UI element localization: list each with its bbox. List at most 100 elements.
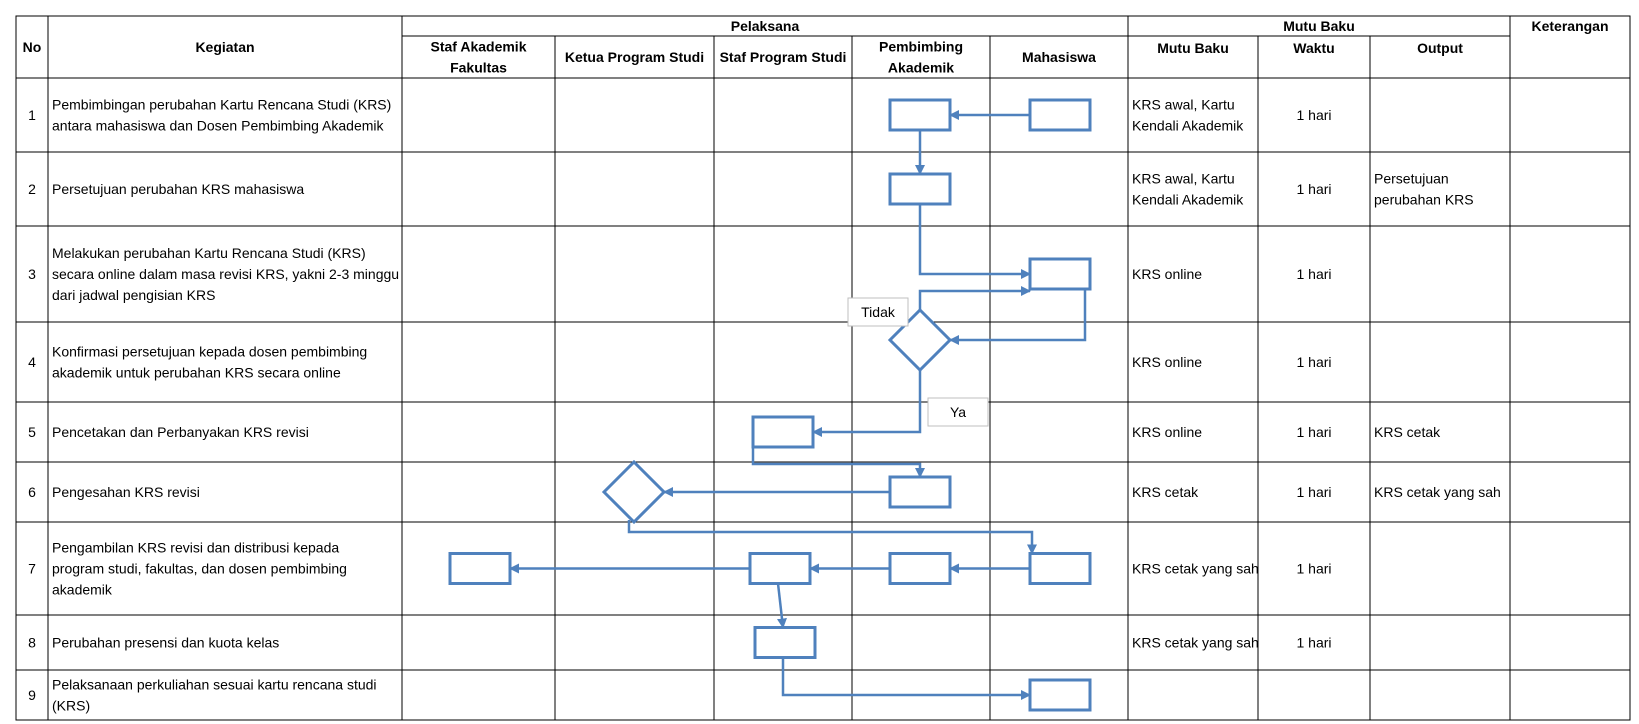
process-box <box>1028 98 1092 132</box>
header-keterangan: Keterangan <box>1531 18 1608 34</box>
header-mutu-col-0: Mutu Baku <box>1157 40 1229 56</box>
row-kegiatan-line: Persetujuan perubahan KRS mahasiswa <box>52 181 304 197</box>
process-box <box>888 475 952 509</box>
row-kegiatan-line: Pengambilan KRS revisi dan distribusi ke… <box>52 540 339 556</box>
row-output-line: Persetujuan <box>1374 171 1449 187</box>
process-box <box>888 98 952 132</box>
row-number: 4 <box>28 354 36 370</box>
flow-arrow <box>776 583 787 629</box>
flow-arrow <box>751 447 925 478</box>
row-waktu: 1 hari <box>1296 484 1331 500</box>
row-kegiatan-line: akademik <box>52 582 113 598</box>
row-output: KRS cetak yang sah <box>1374 484 1501 500</box>
header-actor-1-line: Ketua Program Studi <box>565 49 704 65</box>
header-actor-3-line: Akademik <box>888 60 954 76</box>
edge-label-box <box>847 297 909 327</box>
row-mutu-baku-line: KRS online <box>1132 424 1202 440</box>
row-number: 2 <box>28 181 36 197</box>
header-actor-3-line: Pembimbing <box>879 39 963 55</box>
header-mutu-baku-group: Mutu Baku <box>1283 18 1355 34</box>
row-mutu-baku-line: KRS cetak yang sah <box>1132 561 1259 577</box>
row-kegiatan-line: Konfirmasi persetujuan kepada dosen pemb… <box>52 344 367 360</box>
row-output: KRS cetak <box>1374 424 1441 440</box>
row-number: 8 <box>28 635 36 651</box>
row-output-line: KRS cetak <box>1374 424 1441 440</box>
header-actor-2: Staf Program Studi <box>720 49 847 65</box>
header-mutu-col-1: Waktu <box>1293 40 1334 56</box>
row-kegiatan-line: Pembimbingan perubahan Kartu Rencana Stu… <box>52 97 391 113</box>
header-actor-2-line: Staf Program Studi <box>720 49 847 65</box>
row-mutu-baku: KRS cetak yang sah <box>1132 635 1259 651</box>
flow-arrow <box>949 289 1087 345</box>
edge-label: Tidak <box>861 304 896 320</box>
flow-nodes <box>448 98 1092 712</box>
flow-arrow <box>918 286 1031 310</box>
header-no: No <box>23 39 42 55</box>
flow-arrow <box>781 657 1031 700</box>
row-kegiatan-line: dari jadwal pengisian KRS <box>52 287 215 303</box>
process-box <box>751 415 815 449</box>
row-kegiatan-line: Pelaksanaan perkuliahan sesuai kartu ren… <box>52 677 377 693</box>
row-kegiatan: Persetujuan perubahan KRS mahasiswa <box>52 181 304 197</box>
row-mutu-baku-line: Kendali Akademik <box>1132 118 1244 134</box>
process-box <box>1028 552 1092 585</box>
row-mutu-baku: KRS online <box>1132 354 1202 370</box>
header-actor-4-line: Mahasiswa <box>1022 49 1096 65</box>
row-kegiatan: Pengesahan KRS revisi <box>52 484 200 500</box>
row-kegiatan: Pencetakan dan Perbanyakan KRS revisi <box>52 424 309 440</box>
row-mutu-baku-line: Kendali Akademik <box>1132 192 1244 208</box>
row-waktu: 1 hari <box>1296 181 1331 197</box>
process-box <box>748 552 812 585</box>
row-kegiatan-line: Pengesahan KRS revisi <box>52 484 200 500</box>
table-grid <box>15 15 1631 721</box>
header-actor-1: Ketua Program Studi <box>565 49 704 65</box>
header-pelaksana: Pelaksana <box>731 18 800 34</box>
row-mutu-baku: KRS cetak <box>1132 484 1199 500</box>
row-kegiatan-line: Pencetakan dan Perbanyakan KRS revisi <box>52 424 309 440</box>
flow-connectors <box>509 110 1087 700</box>
row-output: Persetujuan perubahan KRS <box>1374 171 1474 208</box>
row-kegiatan: Melakukan perubahan Kartu Rencana Studi … <box>52 245 399 303</box>
row-waktu: 1 hari <box>1296 424 1331 440</box>
row-kegiatan-line: Perubahan presensi dan kuota kelas <box>52 635 279 651</box>
row-mutu-baku: KRS online <box>1132 266 1202 282</box>
row-number: 7 <box>28 561 36 577</box>
header-kegiatan: Kegiatan <box>195 39 254 55</box>
row-number: 3 <box>28 266 36 282</box>
row-output-line: perubahan KRS <box>1374 192 1474 208</box>
row-mutu-baku-line: KRS awal, Kartu <box>1132 171 1235 187</box>
row-kegiatan: Pelaksanaan perkuliahan sesuai kartu ren… <box>52 677 377 714</box>
row-kegiatan: Pembimbingan perubahan Kartu Rencana Stu… <box>52 97 391 134</box>
process-box <box>448 552 512 585</box>
edge-label-box <box>927 397 989 427</box>
row-mutu-baku-line: KRS online <box>1132 354 1202 370</box>
header-actor-4: Mahasiswa <box>1022 49 1096 65</box>
row-output-line: KRS cetak yang sah <box>1374 484 1501 500</box>
process-box <box>888 552 952 585</box>
row-number: 5 <box>28 424 36 440</box>
flow-arrow <box>812 370 922 437</box>
process-box <box>1028 257 1092 291</box>
row-mutu-baku: KRS online <box>1132 424 1202 440</box>
row-waktu: 1 hari <box>1296 635 1331 651</box>
row-kegiatan-line: (KRS) <box>52 698 90 714</box>
header-actor-0-line: Fakultas <box>450 60 507 76</box>
header-actor-0-line: Staf Akademik <box>431 39 527 55</box>
edge-label: Ya <box>950 404 966 420</box>
row-mutu-baku-line: KRS online <box>1132 266 1202 282</box>
process-box <box>753 626 817 659</box>
row-kegiatan-line: akademik untuk perubahan KRS secara onli… <box>52 365 341 381</box>
row-kegiatan-line: secara online dalam masa revisi KRS, yak… <box>52 266 399 282</box>
row-mutu-baku-line: KRS cetak yang sah <box>1132 635 1259 651</box>
decision-diamond <box>601 459 667 525</box>
row-number: 9 <box>28 687 36 703</box>
process-box <box>1028 678 1092 712</box>
